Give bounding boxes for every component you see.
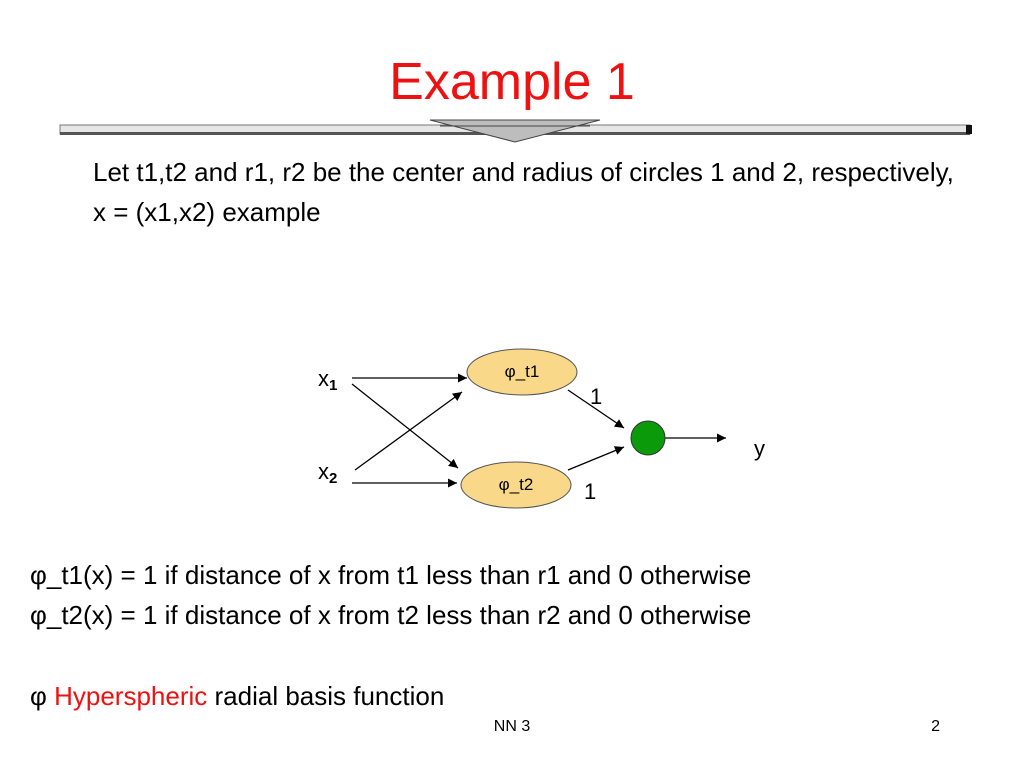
input-label-x1: x1: [318, 366, 338, 394]
rbf-network-diagram: x1 x2 φ_t1 φ_t2 1 1 y: [300, 340, 800, 520]
edge-x1-t2: [351, 383, 459, 469]
equations-block: φ_t1(x) = 1 if distance of x from t1 les…: [30, 555, 1010, 635]
slide-title: Example 1: [389, 53, 635, 111]
edge-x2-t1: [354, 391, 463, 471]
output-label-y: y: [754, 436, 765, 461]
hidden-node-t2-label: φ_t2: [498, 475, 534, 494]
equation-phi-t1: φ_t1(x) = 1 if distance of x from t1 les…: [30, 560, 752, 590]
hyperspheric-term: Hyperspheric: [54, 681, 208, 711]
output-node: [630, 420, 666, 456]
rbf-definition: φ Hyperspheric radial basis function: [30, 676, 444, 716]
hidden-node-t2: [460, 461, 572, 509]
hidden-node-t1: [466, 348, 578, 396]
rbf-rest-text: radial basis function: [214, 681, 445, 711]
footer-page-number: 2: [931, 718, 940, 735]
hidden-node-t1-label: φ_t1: [504, 362, 540, 381]
weight-label-t1: 1: [590, 384, 603, 409]
input-label-x2: x2: [318, 459, 338, 487]
footer-course-label: NN 3: [493, 718, 531, 735]
phi-symbol: φ: [30, 681, 47, 711]
weight-label-t2: 1: [584, 479, 597, 504]
network-graph: [351, 348, 726, 509]
title-divider: [59, 119, 972, 143]
equation-phi-t2: φ_t2(x) = 1 if distance of x from t2 les…: [30, 600, 752, 630]
intro-text: Let t1,t2 and r1, r2 be the center and r…: [93, 157, 954, 227]
edge-t2-out: [567, 446, 625, 471]
edge-t1-out: [567, 389, 625, 429]
